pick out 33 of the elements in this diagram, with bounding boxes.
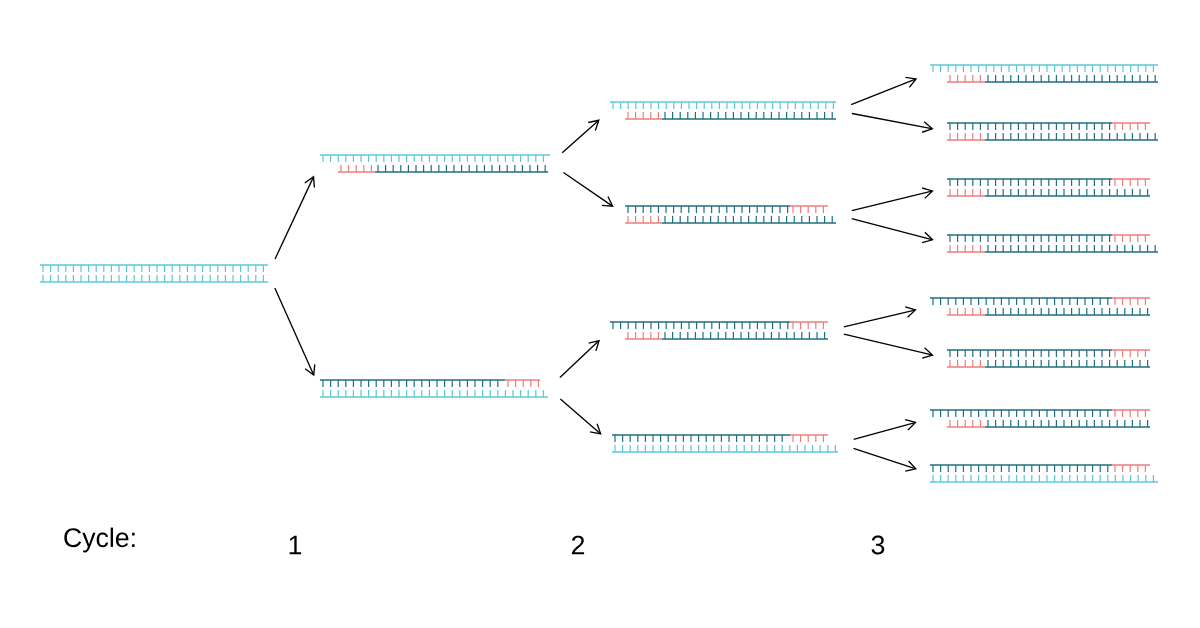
arrow: [559, 398, 602, 435]
arrow: [851, 217, 934, 244]
cycle-label: 1: [289, 535, 302, 555]
arrow: [274, 175, 316, 260]
dna-duplex-drawing: [929, 64, 1159, 83]
dna-duplex-drawing: [39, 264, 269, 283]
arrow: [853, 419, 917, 440]
arrow: [274, 287, 316, 377]
arrow: [843, 333, 934, 359]
dna-duplex-drawing: [319, 154, 551, 173]
dna-duplex-drawing: [611, 434, 839, 453]
arrow: [843, 306, 917, 328]
arrow: [562, 171, 614, 207]
cycle-label: 3: [871, 535, 885, 555]
dna-duplex-drawing: [929, 409, 1151, 428]
dna-duplex-drawing: [946, 349, 1151, 368]
cycle-label: 2: [571, 535, 585, 555]
dna-duplex-drawing: [624, 205, 837, 224]
arrow: [850, 76, 918, 106]
dna-duplex-drawing: [929, 297, 1151, 316]
dna-duplex-drawing: [319, 379, 549, 398]
dna-duplex-drawing: [946, 122, 1159, 141]
cycle-label: Cycle:: [64, 527, 135, 553]
arrow: [851, 112, 934, 133]
arrow: [851, 187, 934, 212]
dna-duplex-drawing: [609, 321, 829, 340]
arrow: [561, 119, 600, 154]
dna-duplex-drawing: [929, 464, 1159, 483]
dna-duplex-drawing: [609, 101, 837, 120]
dna-duplex-drawing: [946, 178, 1151, 197]
arrow: [852, 447, 918, 472]
dna-duplex-drawing: [946, 234, 1159, 253]
arrow: [559, 339, 601, 379]
